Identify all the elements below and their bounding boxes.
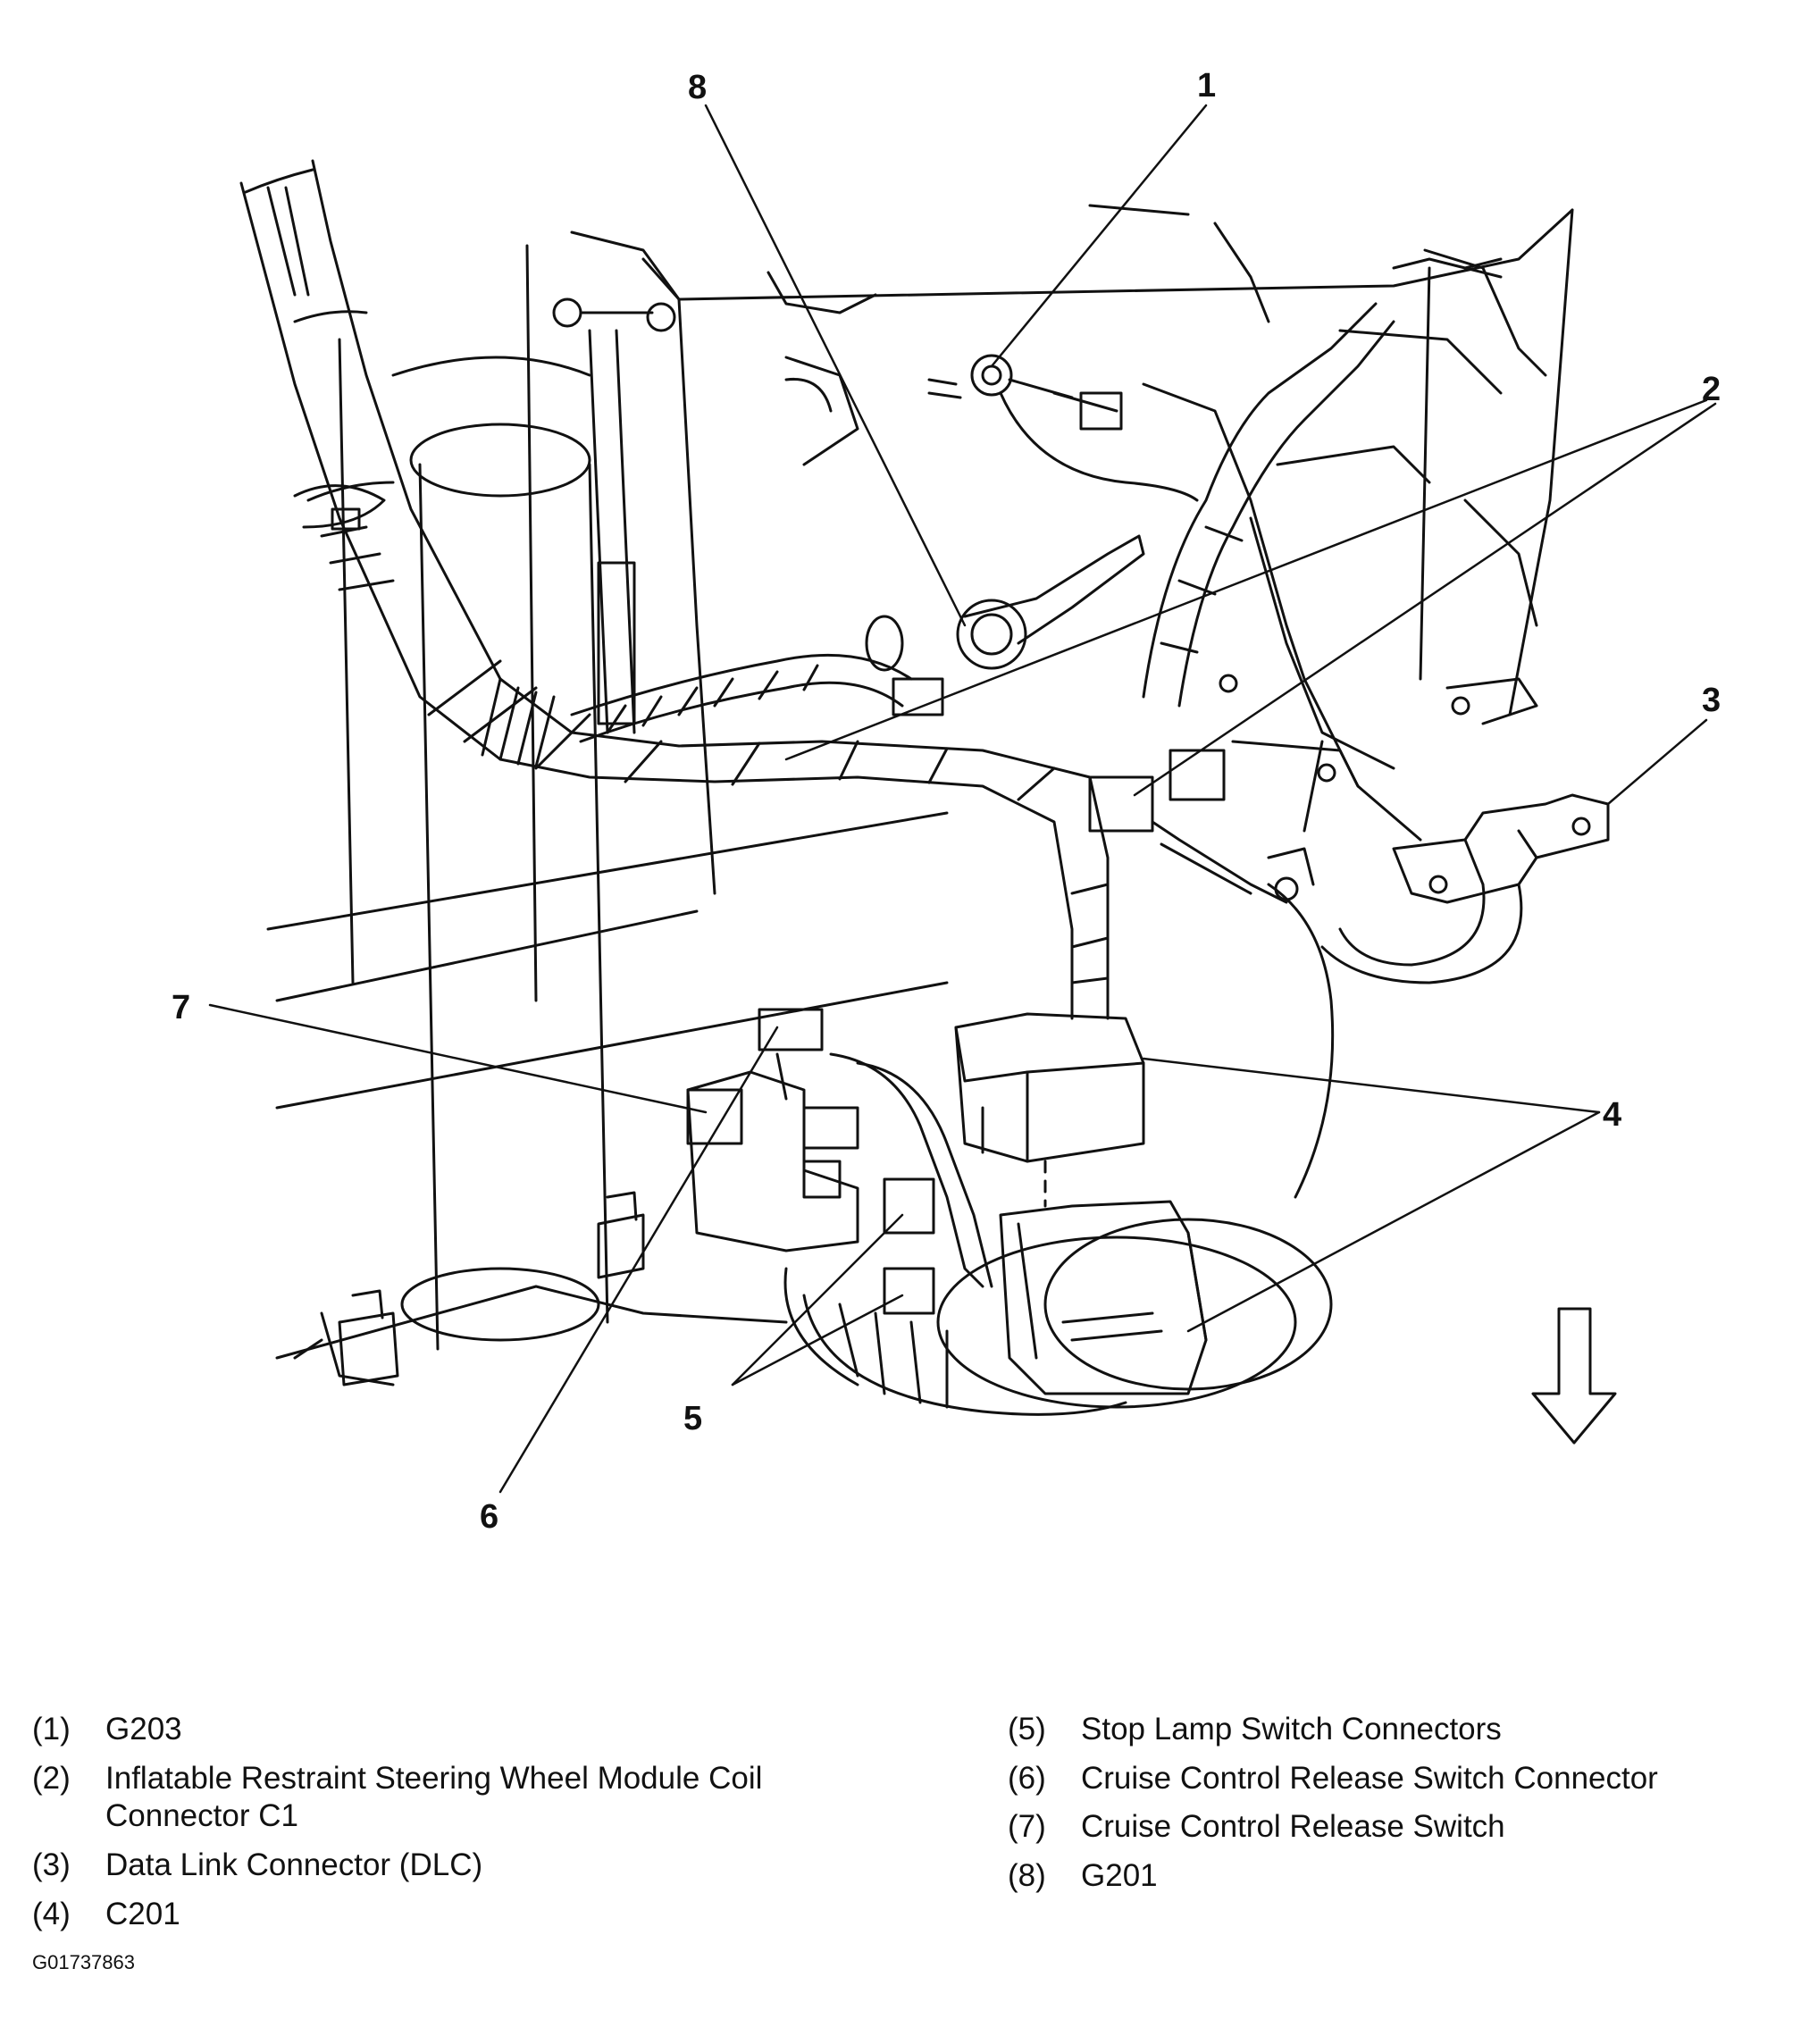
legend-text: C201 <box>105 1896 180 1931</box>
legend-text: Data Link Connector (DLC) <box>105 1847 483 1883</box>
data-link-connector <box>1320 793 1610 984</box>
legend-item: (6) Cruise Control Release Switch Connec… <box>1008 1760 1794 1798</box>
callout-1: 1 <box>1197 67 1216 105</box>
wiring-diagram: 1 2 3 4 5 6 7 8 <box>172 67 1721 1536</box>
legend-text: G203 <box>105 1712 182 1747</box>
callout-7: 7 <box>172 989 190 1026</box>
legend-key: (3) <box>32 1847 71 1883</box>
legend-item: (1) G203 <box>32 1711 926 1749</box>
cable-loop <box>1267 847 1335 1199</box>
callout-6: 6 <box>480 1498 498 1536</box>
legend-text: G201 <box>1081 1858 1158 1894</box>
legend-item: (3) Data Link Connector (DLC) <box>32 1847 926 1885</box>
callout-5: 5 <box>683 1400 702 1437</box>
steering-column <box>266 338 949 1386</box>
callout-3: 3 <box>1702 682 1721 719</box>
legend-key: (1) <box>32 1712 71 1747</box>
legend-text: Cruise Control Release Switch <box>1081 1809 1505 1845</box>
legend-item: (2) Inflatable Restraint Steering Wheel … <box>32 1760 926 1836</box>
callout-4: 4 <box>1603 1096 1621 1134</box>
legend-item: (8) G201 <box>1008 1857 1794 1896</box>
legend-text: Cruise Control Release Switch Connector <box>1081 1760 1658 1796</box>
mounting-nuts <box>338 1191 645 1386</box>
callout-2: 2 <box>1702 371 1721 408</box>
legend-item: (4) C201 <box>32 1896 926 1934</box>
legend-item: (7) Cruise Control Release Switch <box>1008 1808 1794 1847</box>
legend-key: (5) <box>1008 1712 1046 1747</box>
g203-ground-bolt <box>927 354 1199 502</box>
legend-key: (7) <box>1008 1809 1046 1845</box>
callout-numbers: 1 2 3 4 5 6 7 8 <box>172 67 1721 1536</box>
legend-item: (5) Stop Lamp Switch Connectors <box>1008 1711 1794 1749</box>
figure-id: G01737863 <box>32 1951 135 1973</box>
dash-panel-structure <box>525 204 1574 1002</box>
coil-connector-c1 <box>892 677 1288 904</box>
down-arrow-icon <box>1531 1307 1617 1445</box>
g201-ground-bolt <box>956 534 1145 670</box>
upper-harness-branch <box>1142 257 1503 708</box>
legend-key: (8) <box>1008 1858 1046 1894</box>
legend-key: (6) <box>1008 1760 1046 1796</box>
legend-left-column: (1) G203 (2) Inflatable Restraint Steeri… <box>32 1711 926 1944</box>
left-bracket <box>552 297 904 734</box>
legend-key: (4) <box>32 1896 71 1931</box>
coiled-harness <box>783 1218 1333 1416</box>
leader-lines <box>208 104 1717 1494</box>
legend-key: (2) <box>32 1760 71 1796</box>
small-harness <box>570 653 913 743</box>
legend-text: Stop Lamp Switch Connectors <box>1081 1712 1502 1747</box>
main-wiring-harness <box>239 159 1110 1020</box>
legend-right-column: (5) Stop Lamp Switch Connectors (6) Crui… <box>1008 1711 1794 1906</box>
cruise-switch-assembly <box>686 1008 993 1315</box>
legend-text: Inflatable Restraint Steering Wheel Modu… <box>105 1760 763 1834</box>
callout-8: 8 <box>688 69 707 106</box>
c201-connector <box>954 1012 1208 1395</box>
